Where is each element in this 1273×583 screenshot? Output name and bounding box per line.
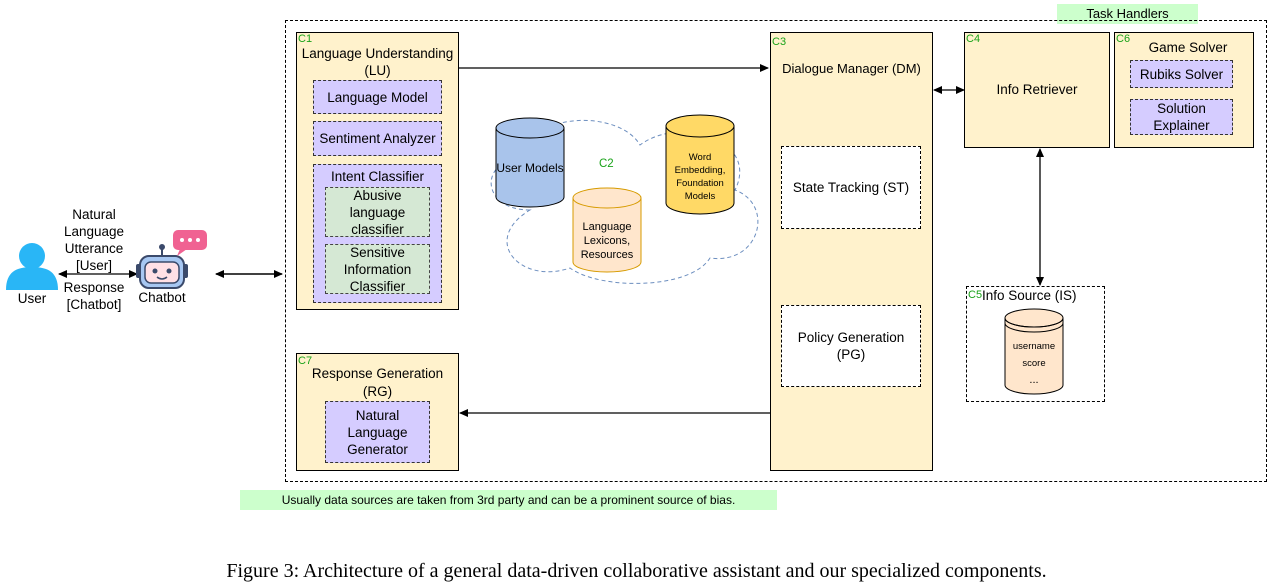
dialogue-manager-component	[770, 32, 933, 471]
user-silhouette-icon	[6, 243, 58, 290]
sentiment-analyzer-module: Sentiment Analyzer	[313, 121, 442, 156]
info-source-title: Info Source (IS)	[982, 288, 1077, 303]
response-label: Response [Chatbot]	[63, 280, 125, 312]
info-retriever-title: Info Retriever	[996, 82, 1078, 97]
rubiks-solver-module: Rubiks Solver	[1130, 60, 1233, 88]
robot-icon	[136, 244, 188, 289]
system-boundary	[285, 20, 1267, 482]
utterance-label: Natural Language Utterance [User]	[63, 207, 125, 273]
lu-id: C1	[298, 33, 313, 45]
gs-id: C6	[1116, 33, 1131, 45]
info-source-component	[966, 286, 1105, 402]
game-solver-title: Game Solver	[1148, 40, 1228, 55]
natural-language-generator-module: Natural Language Generator	[325, 401, 430, 463]
user-models-cylinder	[495, 117, 565, 208]
info-source-cylinder	[1004, 308, 1064, 395]
language-model-module: Language Model	[313, 80, 442, 114]
ir-id: C4	[966, 33, 981, 45]
chat-bubble-icon	[173, 230, 207, 256]
bias-note: Usually data sources are taken from 3rd …	[240, 490, 777, 510]
db-field-more: ...	[1029, 374, 1039, 386]
user-label: User	[17, 291, 47, 306]
task-handlers-label: Task Handlers	[1057, 4, 1198, 24]
c2-id: C2	[599, 158, 614, 170]
db-field-username: username	[1012, 341, 1056, 352]
lu-title: Language Understanding (LU)	[301, 46, 454, 78]
db-field-score: score	[1022, 358, 1046, 369]
figure-caption: Figure 3: Architecture of a general data…	[226, 560, 1047, 582]
lexicons-cylinder	[572, 187, 642, 273]
info-retriever-component	[964, 32, 1110, 148]
solution-explainer-module: Solution Explainer	[1130, 99, 1233, 135]
dm-id: C3	[772, 36, 787, 48]
embedding-label: Word Embedding, Foundation Models	[674, 152, 726, 202]
dm-title: Dialogue Manager (DM)	[782, 61, 921, 76]
is-id: C5	[968, 289, 983, 301]
state-tracking-module: State Tracking (ST)	[781, 146, 921, 229]
intent-classifier-title: Intent Classifier	[330, 169, 425, 184]
lexicons-label: Language Lexicons, Resources	[580, 221, 634, 261]
abusive-language-classifier: Abusive language classifier	[325, 187, 430, 237]
sensitive-information-classifier: Sensitive Information Classifier	[325, 244, 430, 294]
policy-generation-module: Policy Generation (PG)	[781, 305, 921, 387]
rg-id: C7	[298, 355, 313, 367]
chatbot-label: Chatbot	[138, 290, 186, 305]
embedding-cylinder	[665, 114, 735, 215]
rg-title: Response Generation (RG)	[311, 366, 444, 399]
user-models-label: User Models	[496, 161, 564, 175]
